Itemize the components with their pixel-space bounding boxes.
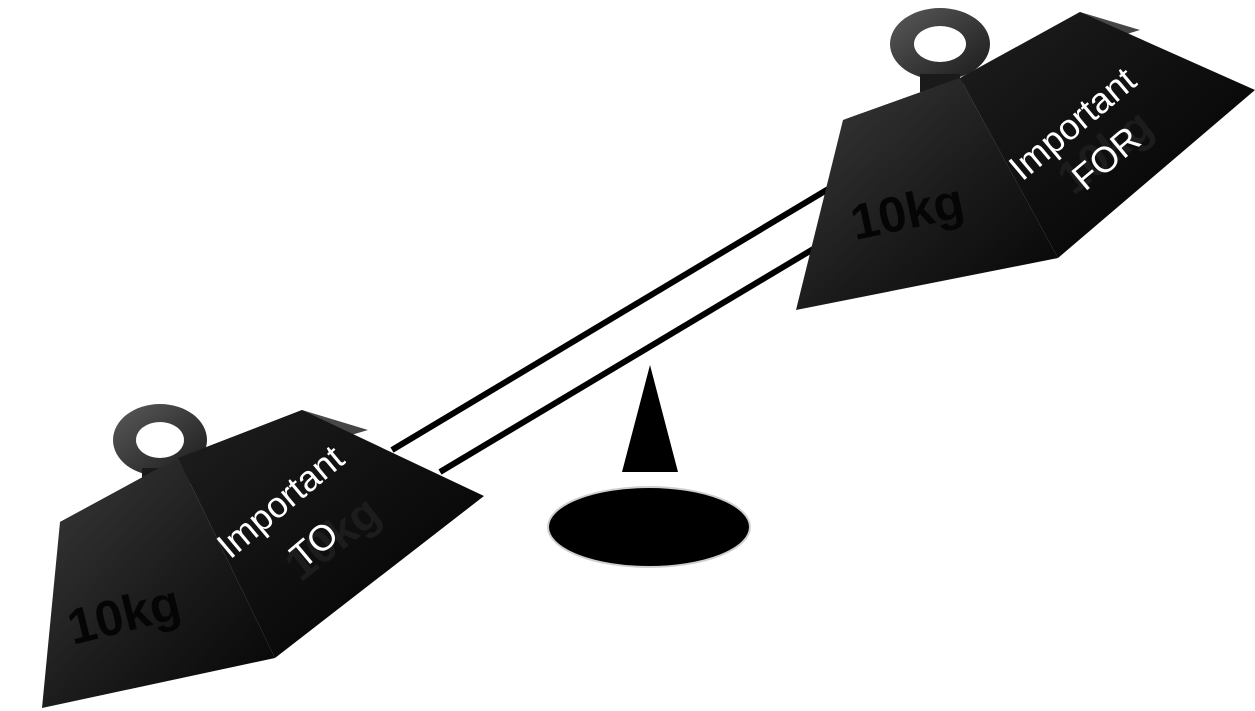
fulcrum-base-icon xyxy=(548,487,750,567)
right-weight: 10kg 10kg Important FOR xyxy=(796,8,1255,310)
seesaw-beam xyxy=(392,188,830,472)
fulcrum xyxy=(548,365,750,567)
fulcrum-triangle-icon xyxy=(622,365,678,472)
left-weight: 10kg 10kg Important TO xyxy=(42,404,484,708)
